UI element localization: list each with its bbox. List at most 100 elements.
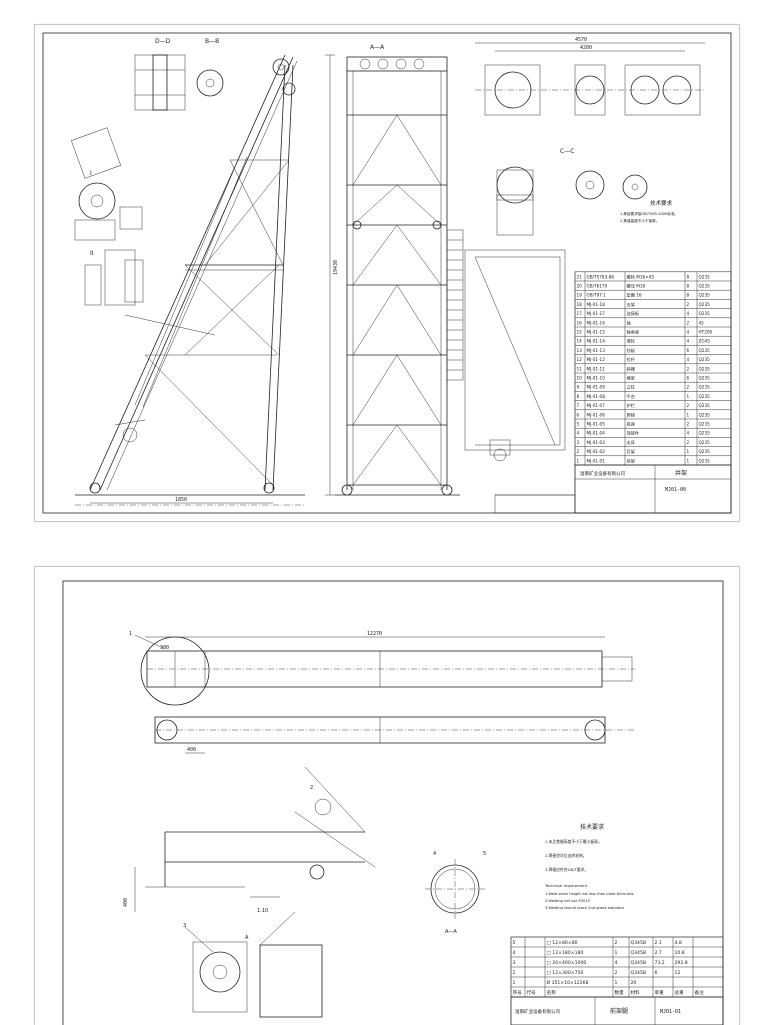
bom2-cell: 2 [615, 940, 618, 946]
bom1-cell-qty: 2 [687, 422, 690, 427]
bom2-cell: □ 12×300×750 [547, 970, 584, 976]
bom1-cell-qty: 4 [687, 339, 690, 344]
bom2-cell: Q345B [631, 960, 647, 966]
bom2-header: 单重 [655, 989, 665, 996]
bom1-cell-code: MJ-01-03 [587, 440, 606, 445]
drawing-number-2: MJ01-01 [660, 1009, 681, 1015]
note2-en-3: 3.Welding should reach 2nd grade standar… [545, 906, 624, 910]
bom1-cell-code: MJ-01-12 [587, 357, 606, 362]
bom1-cell-code: MJ-01-01 [587, 458, 606, 463]
bom2-cell: 10.8 [675, 950, 685, 956]
bom1-cell-no: 16 [577, 320, 583, 325]
bom1-cell-no: 20 [577, 284, 583, 289]
bom1-cell-qty: 2 [687, 440, 690, 445]
bearing-views: C—C [496, 148, 648, 236]
bom1-cell-name: 后架 [627, 448, 635, 455]
bom1-cell-no: 2 [577, 449, 580, 454]
bom2-cell: 12 [675, 970, 681, 976]
view-label-a: A—A [370, 44, 385, 51]
tech-notes-sheet2: 技术要求 1.未注焦缝高度不小于最小板厚。 2.焊接完毕后去除毛刺。 3.焊接应… [544, 823, 634, 910]
bom1-cell-name: 横梁 [627, 375, 636, 382]
note2-en-title: Technical requirement [544, 883, 588, 888]
bom1-cell-mat: Q235 [699, 449, 711, 454]
part-label-1: 1 [129, 631, 132, 637]
detail-label-i: I [90, 170, 92, 177]
drawing-number-1: MJ01-00 [665, 487, 686, 493]
dim-pitch: 400 [187, 747, 196, 753]
bom2-cell: 1 [513, 980, 516, 986]
detail-label-ii: II [90, 250, 94, 257]
bom1-cell-code: MJ-01-08 [587, 394, 606, 399]
bom1-cell-code: GB/T6170 [587, 284, 608, 289]
flange-detail: 3 A [183, 911, 323, 1018]
bom2-header: 总重 [675, 989, 685, 996]
note-2: 2.焦缝高度不小于板厚。 [620, 218, 659, 223]
bom2-cell: 1 [615, 950, 618, 956]
bom1-cell-mat: Q235 [699, 366, 711, 371]
bom2-cell: 4 [513, 950, 516, 956]
bom1-cell-name: 螺母 M16 [627, 283, 646, 290]
bom1-cell-code: MJ-01-14 [587, 339, 606, 344]
note2-cn-3: 3.焊接应符合GB/T要求。 [545, 867, 588, 872]
bom1-cell-qty: 1 [687, 394, 690, 399]
bom1-cell-qty: 2 [687, 385, 690, 390]
bom1-cell-name: 爬梯 [627, 411, 635, 418]
bom1-cell-mat: Q235 [699, 348, 711, 353]
bom1-cell-mat: Q235 [699, 440, 711, 445]
company-name-2: 淮南矿业设备有限公司 [515, 1008, 560, 1015]
bom1-cell-code: MJ-01-10 [587, 376, 606, 381]
bom2-header: 备注 [695, 989, 705, 996]
bom1-cell-name: 连接板 [627, 310, 640, 317]
bom1-cell-code: MJ-01-13 [587, 348, 606, 353]
drawing-sheet-leg: 12270 300 1 400 400 1:10 2 [34, 566, 740, 1025]
bom1-cell-mat: Q235 [699, 284, 711, 289]
bom1-cell-qty: 1 [687, 449, 690, 454]
bom2-cell: 2 [615, 970, 618, 976]
bom1-cell-no: 4 [577, 431, 580, 436]
bom1-cell-mat: Q235 [699, 293, 711, 298]
bom1-cell-name: 垫圈 16 [627, 292, 642, 299]
bom1-cell-code: MJ-01-18 [587, 302, 606, 307]
bom2-cell: □ 12×80×80 [547, 940, 578, 946]
bom1-cell-name: 立柱 [627, 384, 636, 391]
bom1-cell-name: 连接件 [627, 430, 640, 437]
section-aa: A—A 4 5 [425, 851, 486, 935]
bom1-cell-code: MJ-01-09 [587, 385, 606, 390]
bom2-header: 序号 [513, 989, 523, 996]
bom2-cell: 2 [513, 970, 516, 976]
bom1-cell-mat: Q235 [699, 385, 711, 390]
bom2-cell: 5 [513, 940, 516, 946]
bom2-cell: 4 [615, 960, 618, 966]
title-block-sheet2: 淮南矿业设备有限公司 前架腿 MJ01-01 [510, 996, 724, 1025]
note2-en-2: 2.Welding rod use E5015 [545, 899, 590, 903]
bom1-cell-qty: 8 [687, 284, 690, 289]
bom1-cell-no: 18 [577, 302, 583, 307]
notes2-title: 技术要求 [580, 823, 604, 831]
bom1-cell-no: 3 [577, 440, 580, 445]
bom2-header: 代号 [527, 989, 537, 996]
bom1-cell-no: 7 [577, 403, 580, 408]
bom1-cell-qty: 4 [687, 330, 690, 335]
sheave-plan: 4570 4200 [475, 37, 705, 116]
section-lower [464, 249, 566, 462]
bom1-cell-no: 21 [577, 274, 583, 279]
bom1-cell-no: 10 [577, 376, 583, 381]
note2-cn-2: 2.焊接完毕后去除毛刺。 [545, 853, 587, 858]
note-1: 1.焦接要求接GB/T985-2008标准。 [620, 211, 678, 216]
bom2-cell: Ø 351×10×12268 [547, 979, 589, 986]
bom2-cell: Q345B [631, 970, 647, 976]
part-label-3: 3 [183, 923, 186, 929]
section-label: A—A [445, 929, 457, 935]
bom2-cell: Q345B [631, 940, 647, 946]
bom1-cell-mat: Q235 [699, 311, 711, 316]
beam-top-view: 12270 300 1 [129, 631, 635, 706]
bom2-cell: 73.2 [655, 960, 665, 966]
drawing-name-2: 前架腿 [610, 1007, 628, 1015]
dim-length: 12270 [367, 631, 382, 637]
bom1-cell-no: 17 [577, 311, 583, 316]
bom1-cell-no: 6 [577, 412, 580, 417]
bom2-cell: □ 12×180×180 [547, 950, 584, 956]
scale-label: 1:10 [257, 908, 268, 914]
bom1-cell-qty: 4 [687, 431, 690, 436]
